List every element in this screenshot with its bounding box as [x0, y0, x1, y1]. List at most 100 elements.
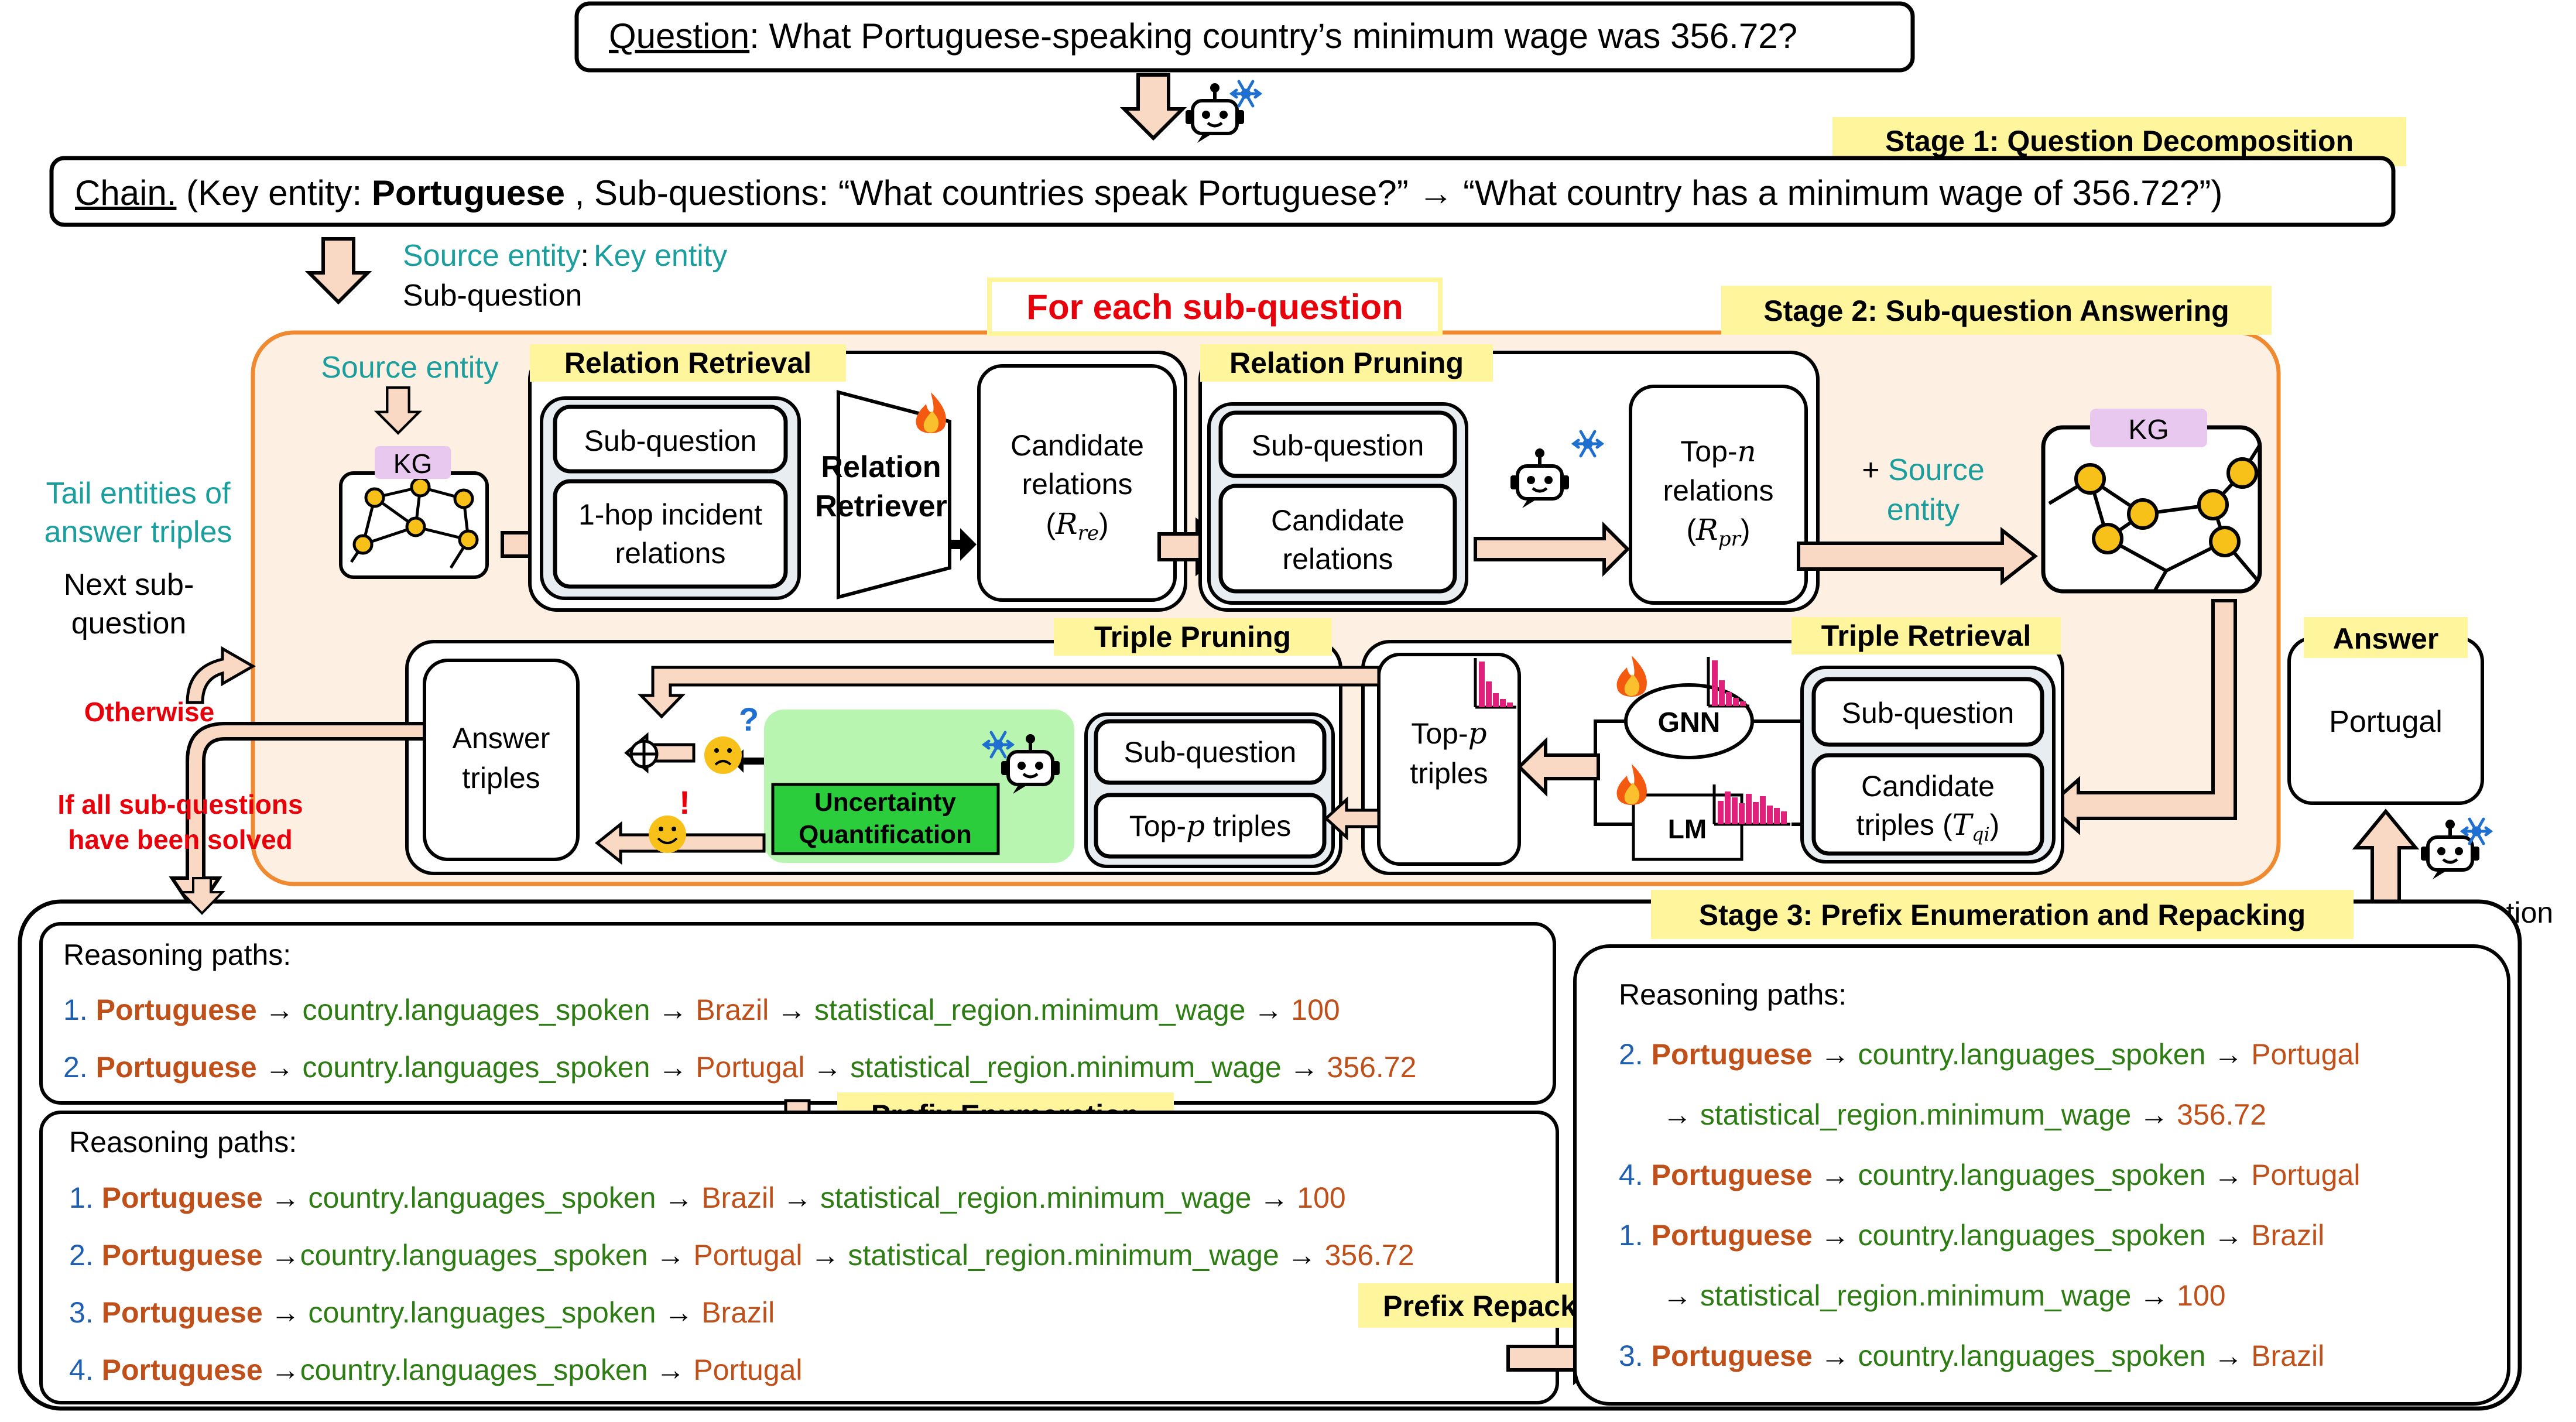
path-arr: → [2205, 1159, 2251, 1191]
path-rel: statistical_region.minimum_wage [850, 1051, 1281, 1084]
path-arr: → [1813, 1339, 1858, 1372]
reasoning-path-line: 4. Portuguese → country.languages_spoken… [1619, 1159, 2360, 1191]
reasoning-path-line: 2. Portuguese → country.languages_spoken… [63, 1051, 1416, 1084]
reasoning-lines-a: 1. Portuguese → country.languages_spoken… [63, 993, 1416, 1084]
path-rel: statistical_region.minimum_wage [820, 1181, 1251, 1214]
reasoning-path-line: 3. Portuguese → country.languages_spoken… [1619, 1339, 2324, 1372]
tr-subquestion-text: Sub-question [1842, 697, 2015, 729]
reasoning-path-line: 1. Portuguese → country.languages_spoken… [1619, 1219, 2324, 1252]
path-arr: → [804, 1051, 850, 1084]
relation-retrieval-title: Relation Retrieval [564, 347, 811, 379]
happy-face-icon [649, 815, 686, 853]
rp-candidate-box [1218, 484, 1457, 594]
path-arr: → [263, 1181, 309, 1214]
tr-topp-text-2: triples [1410, 757, 1488, 790]
path-number: 3. [1619, 1339, 1652, 1372]
path-val: 356.72 [2177, 1098, 2266, 1131]
lm-label: LM [1668, 814, 1707, 844]
rp-topn-text-2: relations [1663, 474, 1774, 507]
reasoning-path-line: → statistical_region.minimum_wage → 356.… [1663, 1098, 2266, 1131]
path-number: 1. [1619, 1219, 1652, 1252]
path-arr: → [648, 1239, 694, 1272]
question-box [574, 1, 1915, 73]
reasoning-path-line: 1. Portuguese → country.languages_spoken… [69, 1181, 1346, 1214]
uq-label-box [771, 783, 1000, 855]
rr-incident-text-2: relations [615, 537, 726, 570]
answer-title-bg [2304, 617, 2468, 658]
tail-entities-1: Tail entities of [46, 477, 231, 510]
stage1-label: Stage 1: Question Decomposition [1885, 125, 2354, 157]
path-ent: Portuguese [1652, 1038, 1813, 1071]
next-subquestion-2: question [71, 607, 187, 640]
triple-pruning-title-bg [1054, 618, 1332, 656]
chain-box [49, 156, 2396, 227]
path-ent: Portuguese [102, 1239, 263, 1272]
tr-candidate-box [1811, 753, 2044, 856]
tp-subquestion-text: Sub-question [1124, 736, 1297, 769]
path-ent: Portuguese [1652, 1159, 1813, 1191]
tr-topp-text-1: Top-p [1411, 717, 1486, 751]
reasoning-path-line: 2. Portuguese →country.languages_spoken … [69, 1239, 1414, 1272]
path-arr: → [2131, 1279, 2177, 1312]
lm-box [1632, 793, 1743, 861]
path-rel: statistical_region.minimum_wage [848, 1239, 1279, 1272]
arrow-down-icon [309, 239, 368, 302]
reasoning-label-b: Reasoning paths: [69, 1126, 297, 1159]
rp-candidate-text-2: relations [1283, 543, 1393, 575]
path-val: Portugal [693, 1354, 802, 1386]
path-arr: → [656, 1296, 701, 1329]
triple-retrieval-title: Triple Retrieval [1821, 619, 2032, 652]
solved-label-1: If all sub-questions [57, 789, 303, 820]
retriever-text-1: Relation [821, 450, 941, 484]
rp-subquestion-box [1218, 410, 1457, 478]
path-arr: → [263, 1296, 309, 1329]
path-val: Brazil [696, 993, 769, 1026]
path-arr: → [257, 993, 303, 1026]
path-val: Brazil [2251, 1219, 2324, 1252]
path-arr: → [257, 1051, 303, 1084]
path-ent: Portuguese [1652, 1219, 1813, 1252]
path-val: 356.72 [1327, 1051, 1416, 1084]
path-number: 4. [1619, 1159, 1652, 1191]
path-val: Brazil [701, 1296, 775, 1329]
path-rel: statistical_region.minimum_wage [1700, 1098, 2131, 1131]
reasoning-path-line: 1. Portuguese → country.languages_spoken… [63, 993, 1340, 1026]
rr-candidate-text-2: relations [1022, 468, 1133, 501]
exclamation-icon: ! [679, 784, 690, 821]
answer-title: Answer [2333, 622, 2439, 655]
path-arr: → [1279, 1239, 1325, 1272]
question-text: Question: What Portuguese-speaking count… [609, 16, 1797, 56]
reasoning-label-c: Reasoning paths: [1619, 978, 1847, 1011]
path-rel: statistical_region.minimum_wage [814, 993, 1245, 1026]
path-rel: country.languages_spoken [1858, 1219, 2205, 1252]
snowflake-icon [1232, 81, 1260, 106]
path-arr: → [656, 1181, 701, 1214]
rr-subquestion-box [553, 405, 788, 474]
sad-face-icon [704, 736, 742, 774]
reasoning-lines-b: 1. Portuguese → country.languages_spoken… [69, 1181, 1414, 1386]
rr-candidate-text-1: Candidate [1010, 429, 1144, 462]
answer-triples-text-1: Answer [453, 722, 550, 755]
arrow-right-icon [1474, 521, 1630, 577]
path-ent: Portuguese [96, 1051, 257, 1084]
path-val: Portugal [2251, 1038, 2360, 1071]
path-arr: → [650, 993, 696, 1026]
reasoning-lines-c: 2. Portuguese → country.languages_spoken… [1619, 1038, 2360, 1372]
path-ent: Portuguese [102, 1181, 263, 1214]
reasoning-label-a: Reasoning paths: [63, 938, 291, 971]
path-val: 100 [1291, 993, 1340, 1026]
path-arr: → [803, 1239, 848, 1272]
path-rel: country.languages_spoken [1858, 1339, 2205, 1372]
path-arr: → [775, 1181, 820, 1214]
path-arr: → [1282, 1051, 1327, 1084]
for-each-box [987, 277, 1443, 336]
relation-retrieval-title-bg [530, 344, 846, 382]
path-val: 100 [2177, 1279, 2225, 1312]
rr-candidate-box [977, 364, 1177, 602]
reasoning-path-line: → statistical_region.minimum_wage → 100 [1663, 1279, 2226, 1312]
path-arr: → [1663, 1098, 1700, 1131]
path-arr: → [2205, 1038, 2251, 1071]
arrow-left-icon [1324, 796, 1381, 841]
tp-subquestion-box [1094, 719, 1327, 785]
path-val: Portugal [693, 1239, 802, 1272]
